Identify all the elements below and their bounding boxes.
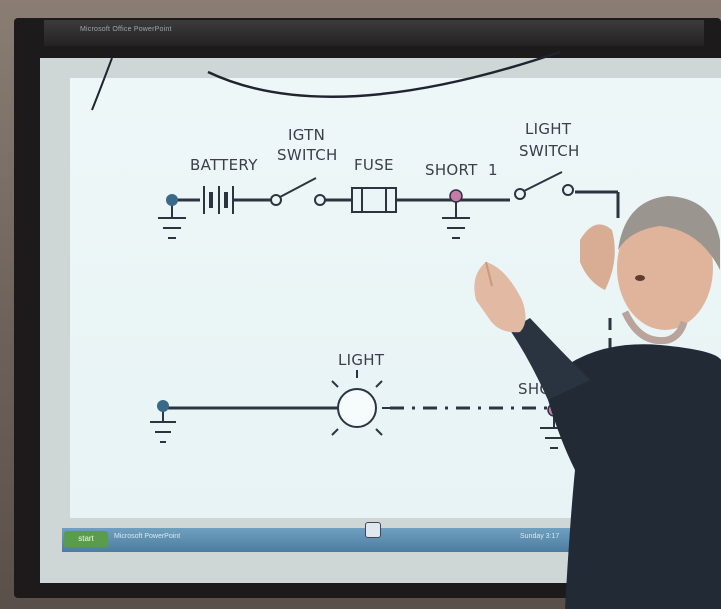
- circuit-slide: BATTERY IGTN SWITCH FUSE SHORT 1 LIGHT S…: [70, 78, 721, 518]
- battery-icon: [203, 186, 234, 214]
- short1-number: 1: [488, 161, 498, 179]
- slideshow-icon[interactable]: [365, 522, 381, 538]
- short2-label: SHO: [518, 380, 552, 398]
- short-node: [449, 189, 463, 203]
- light-switch-label: LIGHT: [525, 120, 572, 138]
- igtn-label: IGTN: [288, 126, 325, 144]
- window-titlebar: [44, 20, 704, 46]
- circuit-diagram: BATTERY IGTN SWITCH FUSE SHORT 1 LIGHT S…: [150, 120, 620, 449]
- battery-label: BATTERY: [190, 156, 258, 174]
- light-bulb-icon: [331, 370, 390, 436]
- fuse-icon: [351, 187, 397, 213]
- bottom-ground-node: [157, 400, 169, 412]
- light-switch-label-2: SWITCH: [519, 142, 580, 160]
- igtn-switch-label: SWITCH: [277, 146, 338, 164]
- short2-node: [547, 403, 561, 417]
- system-tray: Sunday 3:17: [520, 533, 560, 540]
- start-button[interactable]: start: [64, 531, 108, 547]
- short-ground-symbol: [442, 200, 470, 239]
- ground-node: [166, 194, 178, 206]
- short2-ground-symbol: [540, 412, 568, 449]
- taskbar-item[interactable]: Microsoft PowerPoint: [114, 533, 181, 540]
- short1-label: SHORT: [425, 161, 478, 179]
- top-circuit-wires: [163, 190, 620, 410]
- taskbar: [62, 528, 592, 552]
- window-title: Microsoft Office PowerPoint: [80, 26, 172, 33]
- light-label: LIGHT: [338, 351, 385, 369]
- ignition-switch-icon: [270, 177, 326, 206]
- fuse-label: FUSE: [354, 156, 394, 174]
- bottom-ground-symbol: [150, 408, 176, 443]
- light-switch-icon: [514, 171, 574, 200]
